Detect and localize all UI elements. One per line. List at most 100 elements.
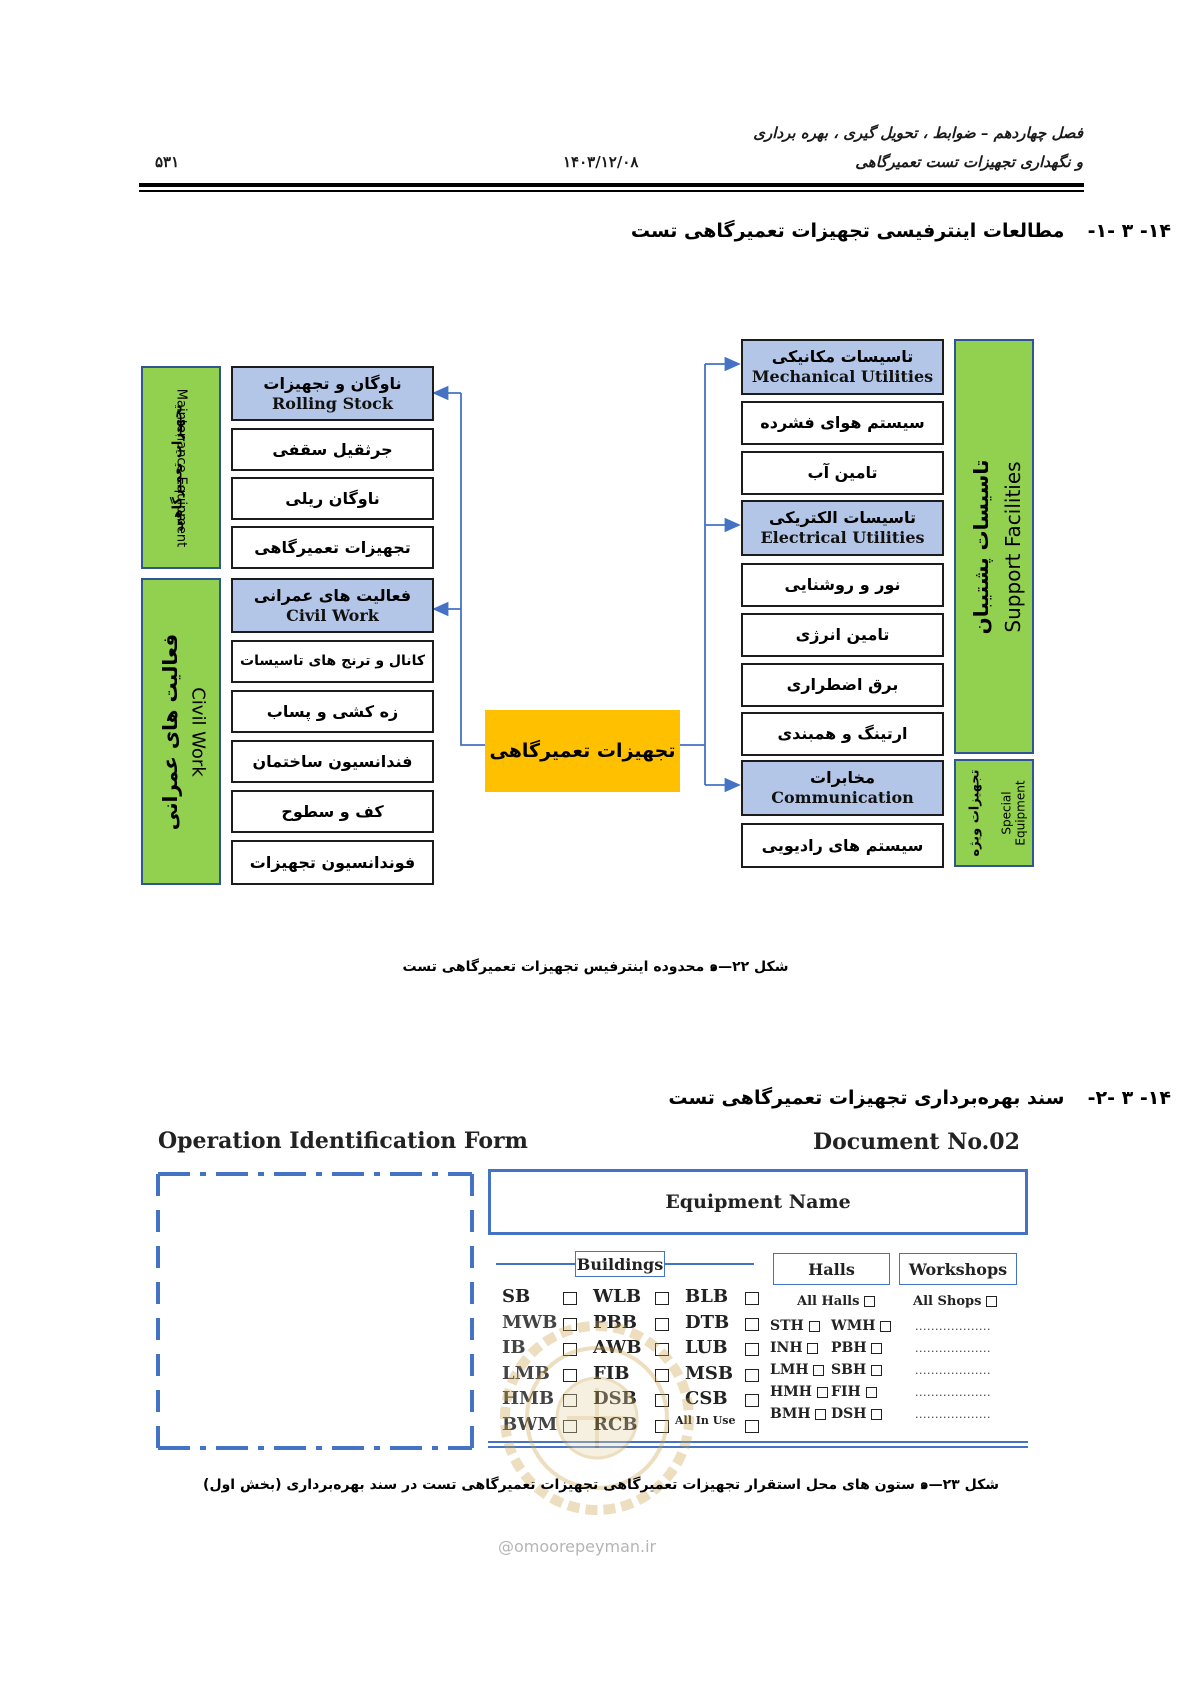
building-label: SB [502, 1286, 531, 1307]
checkbox[interactable] [871, 1342, 883, 1354]
communication-fa: مخابرات [810, 768, 875, 787]
all-shops-label: All Shops [913, 1294, 982, 1309]
workshop-blank-line[interactable]: ................... [915, 1408, 991, 1421]
hall-option[interactable]: SBH [831, 1362, 883, 1378]
building-checkbox[interactable] [563, 1419, 577, 1433]
group-special-equipment-fa: تجهیزات ویژه [967, 769, 983, 857]
box-water-supply: تامین آب [741, 451, 944, 495]
workshop-blank-line[interactable]: ................... [915, 1386, 991, 1399]
checkbox[interactable] [816, 1386, 828, 1398]
box-utility-channels: کانال و ترنج های تاسیسات [231, 640, 434, 683]
building-label: MSB [685, 1362, 734, 1384]
building-checkbox[interactable] [655, 1394, 669, 1407]
figure-22-caption: شکل ๑—۲۲ محدوده اینترفیس تجهیزات تعمیرگا… [402, 959, 789, 975]
workshop-blank-line[interactable]: ................... [915, 1320, 991, 1333]
box-building-foundation: فندانسیون ساختمان [231, 740, 434, 783]
building-label: CSB [685, 1388, 728, 1409]
hall-option[interactable]: WMH [831, 1318, 892, 1334]
item-label: کانال و ترنج های تاسیسات [240, 652, 425, 669]
item-label: زه کشی و پساب [266, 701, 399, 721]
group-special-equipment-en: Special Equipment [999, 780, 1028, 846]
checkbox[interactable] [880, 1320, 892, 1332]
hall-option[interactable]: BMH [770, 1406, 827, 1422]
item-label: تامین انرژی [795, 625, 890, 644]
item-label: سیستم هوای فشرده [760, 413, 925, 432]
building-checkbox[interactable] [745, 1317, 759, 1331]
page-number: ۵۳۱ [155, 153, 180, 171]
hall-label: DSH [831, 1406, 867, 1422]
hall-option[interactable]: DSH [831, 1406, 883, 1422]
communication-en: Communication [771, 788, 914, 807]
form-bottom-rule-2 [488, 1446, 1028, 1448]
group-civil-work: Civil Work فعالیت های عمرانی [141, 578, 221, 885]
building-label: DTB [685, 1311, 730, 1333]
hall-label: HMH [770, 1384, 812, 1400]
box-workshop-equipment: تجهیزات تعمیرگاهی [231, 526, 434, 569]
building-checkbox[interactable] [563, 1368, 577, 1382]
building-checkbox[interactable] [563, 1317, 577, 1331]
checkbox[interactable] [871, 1408, 883, 1420]
hall-option[interactable]: HMH [770, 1384, 828, 1400]
building-checkbox[interactable] [563, 1292, 577, 1305]
checkbox[interactable] [807, 1342, 819, 1354]
hall-label: WMH [831, 1318, 876, 1334]
checkbox[interactable] [813, 1364, 825, 1376]
form-document-number: Document No.02 [813, 1129, 1020, 1155]
halls-tag: Halls [773, 1253, 890, 1285]
checkbox[interactable] [863, 1296, 875, 1307]
hall-option[interactable]: STH [770, 1318, 820, 1334]
section-1-title: مطالعات اینترفیسی تجهیزات تعمیرگاهی تست [630, 220, 1065, 242]
building-checkbox[interactable] [745, 1292, 759, 1305]
building-label: BWM [502, 1413, 558, 1435]
checkbox[interactable] [815, 1408, 827, 1420]
building-checkbox[interactable] [745, 1343, 759, 1356]
group-maintenance-equipment-fa: تجهیزات تعمیرگاهی [170, 403, 186, 532]
item-label: ناوگان ریلی [285, 488, 380, 508]
building-checkbox[interactable] [745, 1419, 759, 1433]
checkbox[interactable] [865, 1386, 877, 1398]
checkbox[interactable] [871, 1364, 883, 1376]
building-checkbox[interactable] [745, 1368, 759, 1382]
workshop-blank-line[interactable]: ................... [915, 1364, 991, 1377]
group-maintenance-equipment: Maintenance Equipment تجهیزات تعمیرگاهی [141, 366, 221, 569]
all-halls-label: All Halls [797, 1294, 860, 1309]
item-label: تامین آب [807, 463, 878, 482]
figure-23-caption: شکل ๑—۲۳ ستون های محل استقرار تجهیزات تع… [203, 1477, 999, 1493]
box-earthing-bonding: ارتینگ و همبندی [741, 712, 944, 756]
building-checkbox[interactable] [745, 1394, 759, 1407]
building-checkbox[interactable] [655, 1292, 669, 1305]
box-drainage: زه کشی و پساب [231, 690, 434, 733]
checkbox[interactable] [985, 1296, 997, 1307]
building-checkbox[interactable] [563, 1343, 577, 1356]
item-label: ارتینگ و همبندی [777, 724, 908, 743]
box-overhead-crane: جرثقیل سقفی [231, 428, 434, 471]
hall-option[interactable]: PBH [831, 1340, 883, 1356]
hall-option[interactable]: INH [770, 1340, 819, 1356]
building-checkbox[interactable] [563, 1394, 577, 1407]
hall-option[interactable]: LMH [770, 1362, 825, 1378]
item-label: سیستم های رادیویی [761, 835, 924, 855]
building-checkbox[interactable] [655, 1317, 669, 1331]
building-label: BLB [685, 1286, 729, 1307]
electrical-fa: تاسیسات الکتریکی [769, 508, 916, 527]
building-label: MWB [502, 1311, 558, 1333]
building-label: FIB [593, 1362, 630, 1384]
building-checkbox[interactable] [655, 1343, 669, 1356]
header-rule-thick [139, 183, 1084, 187]
checkbox[interactable] [808, 1320, 820, 1332]
group-support-facilities-en: Support Facilities [1001, 460, 1025, 633]
workshop-blank-line[interactable]: ................... [915, 1342, 991, 1355]
item-label: برق اضطراری [786, 675, 899, 694]
building-checkbox[interactable] [655, 1419, 669, 1433]
building-checkbox[interactable] [655, 1368, 669, 1382]
box-floors-surfaces: کف و سطوح [231, 790, 434, 833]
hall-option[interactable]: FIH [831, 1384, 877, 1400]
hall-label: STH [770, 1318, 804, 1334]
mechanical-fa: تاسیسات مکانیکی [771, 347, 914, 366]
box-emergency-power: برق اضطراری [741, 663, 944, 707]
all-shops-option[interactable]: All Shops [913, 1294, 997, 1309]
watermark-seal [500, 1321, 694, 1515]
all-halls-option[interactable]: All Halls [797, 1294, 875, 1309]
watermark-text: @omoorepeyman.ir [498, 1537, 657, 1556]
item-label: فندانسیون ساختمان [252, 751, 413, 771]
